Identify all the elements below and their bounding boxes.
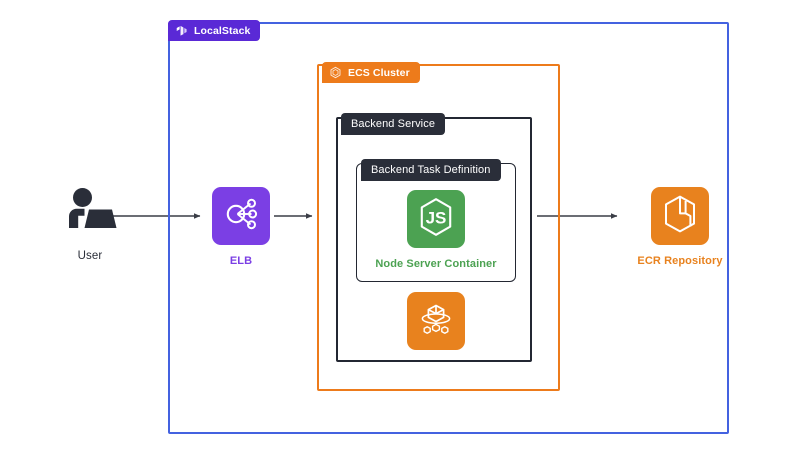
localstack-logo-icon — [175, 24, 188, 37]
ecs-cluster-icon — [329, 66, 342, 79]
localstack-badge: LocalStack — [168, 20, 261, 41]
ecs-task-container-tile — [407, 292, 465, 350]
ecr-repository-box-icon — [660, 193, 700, 240]
user-at-laptop-icon — [59, 186, 121, 238]
backend-task-definition-badge: Backend Task Definition — [361, 159, 501, 181]
ecs-cluster-badge: ECS Cluster — [322, 62, 420, 83]
node-user-label: User — [77, 250, 103, 262]
node-ecs-task-container — [407, 292, 465, 350]
localstack-badge-label: LocalStack — [194, 24, 251, 37]
svg-text:JS: JS — [426, 208, 447, 227]
node-server-tile: JS — [407, 190, 465, 248]
ecs-cluster-badge-label: ECS Cluster — [348, 66, 410, 79]
ecs-container-cube-icon — [416, 299, 456, 344]
localstack-boundary-box — [168, 22, 729, 434]
ecr-repository-tile — [651, 187, 709, 245]
elb-tile — [212, 187, 270, 245]
node-node-server-container: JS Node Server Container — [375, 190, 497, 270]
node-ecr-repository: ECR Repository — [622, 187, 738, 267]
node-server-container-label: Node Server Container — [375, 258, 497, 270]
backend-service-badge: Backend Service — [341, 113, 446, 135]
nodejs-js-hexagon-icon: JS — [416, 196, 456, 243]
node-user: User — [46, 186, 134, 262]
elastic-load-balancer-icon — [221, 194, 261, 239]
node-elb-label: ELB — [229, 255, 253, 267]
node-ecr-repository-label: ECR Repository — [637, 255, 723, 267]
backend-service-badge-label: Backend Service — [351, 118, 436, 130]
ecs-cluster-boundary-box — [317, 64, 560, 391]
node-elb: ELB — [208, 187, 274, 267]
backend-task-definition-badge-label: Backend Task Definition — [371, 164, 491, 176]
